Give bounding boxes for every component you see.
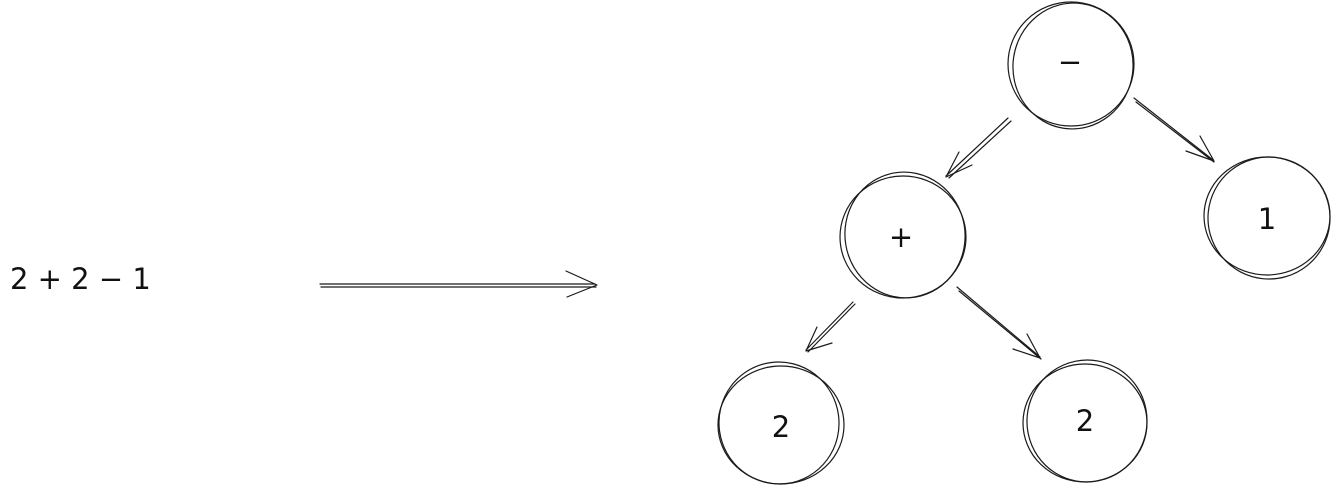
node-root-label: −: [1058, 45, 1082, 79]
node-left-left-label: 2: [772, 410, 790, 444]
infix-expression: 2 + 2 − 1: [10, 262, 151, 296]
node-right-label: 1: [1258, 202, 1276, 236]
edge-root-to-left: [945, 117, 1012, 179]
node-left-right-circle: [1022, 359, 1148, 483]
node-left-left-circle: [717, 361, 845, 485]
edge-left-to-left-right: [956, 286, 1042, 360]
transform-arrow: [319, 270, 598, 298]
node-right-circle: [1203, 156, 1331, 280]
node-root-circle: [1007, 1, 1135, 130]
node-left-circle: [839, 171, 967, 299]
edge-root-to-right: [1133, 97, 1215, 163]
node-left-label: +: [889, 220, 913, 254]
node-left-right-label: 2: [1076, 404, 1094, 438]
edge-left-to-left-left: [805, 301, 856, 353]
